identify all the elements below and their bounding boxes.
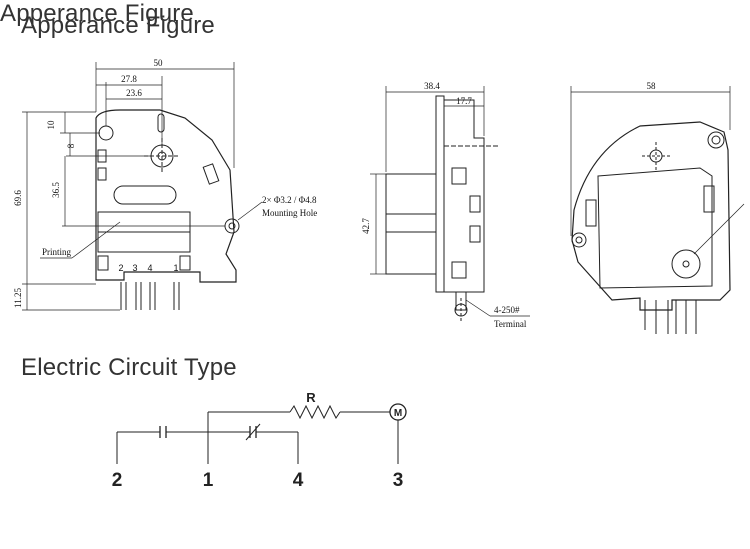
electric-circuit-title: Electric Circuit Type bbox=[21, 354, 237, 381]
terminal-spec: 4-250# bbox=[494, 305, 520, 315]
circuit-diagram bbox=[116, 403, 407, 464]
resistor-label: R bbox=[306, 390, 316, 405]
front-pin-label: 1 bbox=[173, 263, 178, 273]
front-dim-23-6: 23.6 bbox=[126, 88, 142, 98]
front-pin-label: 2 bbox=[118, 263, 123, 273]
appearance-figure-heading: Apperance Figure bbox=[0, 0, 194, 27]
terminal-2-label: 2 bbox=[112, 470, 123, 491]
front-dim-v36-5: 36.5 bbox=[51, 182, 61, 198]
mounting-hole-spec: 2× Φ3.2 / Φ4.8 bbox=[262, 195, 317, 205]
motor-label: M bbox=[394, 408, 402, 419]
printing-label: Printing bbox=[42, 247, 72, 257]
front-pin-label: 3 bbox=[132, 263, 137, 273]
front-view bbox=[22, 62, 263, 311]
mounting-hole-label: Mounting Hole bbox=[262, 208, 317, 218]
side-dim-17-7: 17.7 bbox=[456, 96, 472, 106]
front-dim-27-8: 27.8 bbox=[121, 74, 137, 84]
appearance-figure-title: Apperance Figure bbox=[21, 12, 215, 39]
front-dim-v8: 8 bbox=[66, 143, 76, 148]
terminal-label: Terminal bbox=[494, 319, 527, 329]
front-dim-v10: 10 bbox=[46, 120, 56, 130]
front-pin-label: 4 bbox=[147, 263, 152, 273]
side-view bbox=[370, 86, 530, 322]
terminal-4-label: 4 bbox=[293, 470, 304, 491]
front-dim-width-total: 50 bbox=[154, 58, 164, 68]
terminal-3-label: 3 bbox=[393, 470, 404, 491]
front-dim-pin-len: 11.25 bbox=[13, 288, 23, 308]
terminal-1-label: 1 bbox=[203, 470, 214, 491]
back-dim-width-total: 58 bbox=[647, 81, 657, 91]
side-dim-width-total: 38.4 bbox=[424, 81, 440, 91]
side-dim-height: 42.7 bbox=[361, 218, 371, 234]
back-view bbox=[570, 86, 745, 334]
front-dim-height-total: 69.6 bbox=[13, 190, 23, 206]
